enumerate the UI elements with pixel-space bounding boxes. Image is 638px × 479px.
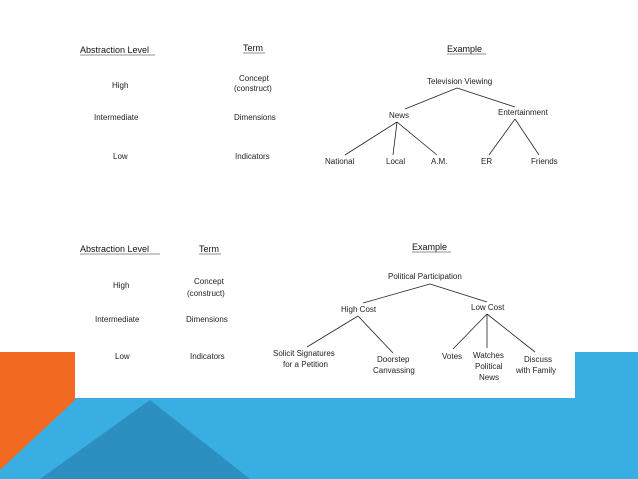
- tree-leaf-national: National: [325, 157, 355, 166]
- tree-leaf-votes: Votes: [442, 352, 462, 361]
- tree-leaf-friends: Friends: [531, 157, 558, 166]
- top-level-intermediate: Intermediate: [94, 113, 139, 122]
- tree-leaf-watches-3: News: [479, 373, 499, 382]
- tree-leaf-local: Local: [386, 157, 405, 166]
- tree-leaf-er: ER: [481, 157, 492, 166]
- bottom-header-example: Example: [412, 242, 447, 252]
- abstraction-levels-diagram: Abstraction Level Term Example High Inte…: [80, 43, 558, 382]
- bottom-term-indicators: Indicators: [190, 352, 225, 361]
- bottom-tree-edges: [306, 283, 536, 354]
- tree-leaf-am: A.M.: [431, 157, 447, 166]
- tree-root-television: Television Viewing: [427, 77, 492, 86]
- top-header-term: Term: [243, 43, 263, 53]
- top-tree-edges: [344, 87, 540, 156]
- tree-root-political: Political Participation: [388, 272, 462, 281]
- scanned-figure: Abstraction Level Term Example High Inte…: [75, 18, 575, 398]
- top-term-concept: Concept: [239, 74, 270, 83]
- top-header-level: Abstraction Level: [80, 45, 149, 55]
- bottom-level-high: High: [113, 281, 129, 290]
- top-header-example: Example: [447, 44, 482, 54]
- tree-node-entertainment: Entertainment: [498, 108, 549, 117]
- bottom-header-term: Term: [199, 244, 219, 254]
- bottom-table: Abstraction Level Term Example High Inte…: [80, 242, 556, 382]
- tree-leaf-watches-2: Political: [475, 362, 503, 371]
- tree-node-low-cost: Low Cost: [471, 303, 505, 312]
- bottom-level-intermediate: Intermediate: [95, 315, 140, 324]
- tree-leaf-discuss: Discuss: [524, 355, 552, 364]
- orange-triangle: [0, 352, 75, 470]
- bottom-header-level: Abstraction Level: [80, 244, 149, 254]
- bottom-term-construct: (construct): [187, 289, 225, 298]
- top-table: Abstraction Level Term Example High Inte…: [80, 43, 558, 166]
- tree-leaf-solicit: Solicit Signatures: [273, 349, 335, 358]
- tree-node-news: News: [389, 111, 409, 120]
- bottom-term-concept: Concept: [194, 277, 225, 286]
- bottom-level-low: Low: [115, 352, 130, 361]
- top-term-construct: (construct): [234, 84, 272, 93]
- tree-leaf-doorstep-2: Canvassing: [373, 366, 415, 375]
- top-level-high: High: [112, 81, 128, 90]
- top-term-indicators: Indicators: [235, 152, 270, 161]
- tree-leaf-watches: Watches: [473, 351, 504, 360]
- bottom-term-dimensions: Dimensions: [186, 315, 228, 324]
- tree-leaf-doorstep: Doorstep: [377, 355, 410, 364]
- tree-leaf-solicit-2: for a Petition: [283, 360, 328, 369]
- tree-node-high-cost: High Cost: [341, 305, 377, 314]
- top-term-dimensions: Dimensions: [234, 113, 276, 122]
- tree-leaf-discuss-2: with Family: [515, 366, 556, 375]
- top-level-low: Low: [113, 152, 128, 161]
- dark-blue-accent: [40, 400, 250, 479]
